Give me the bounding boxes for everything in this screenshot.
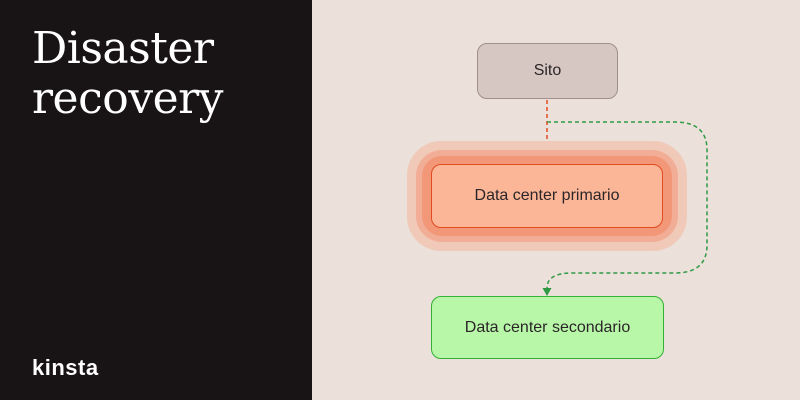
primary-node-label: Data center primario (474, 187, 620, 204)
arrowhead-secondary (542, 288, 552, 296)
title-line-1: Disaster (32, 23, 214, 74)
site-node: Sito (477, 43, 618, 99)
kinsta-logo: kinsta (32, 355, 99, 380)
title-line-2: recovery (32, 73, 224, 124)
connector-site-to-secondary (542, 121, 708, 296)
secondary-datacenter-node: Data center secondario (431, 296, 664, 359)
site-node-label: Sito (533, 62, 562, 79)
left-panel: Disaster recovery kinsta (0, 0, 312, 400)
secondary-node-label: Data center secondario (464, 318, 631, 336)
primary-datacenter-node: Data center primario (431, 164, 663, 228)
page-title: Disaster recovery (32, 24, 302, 124)
